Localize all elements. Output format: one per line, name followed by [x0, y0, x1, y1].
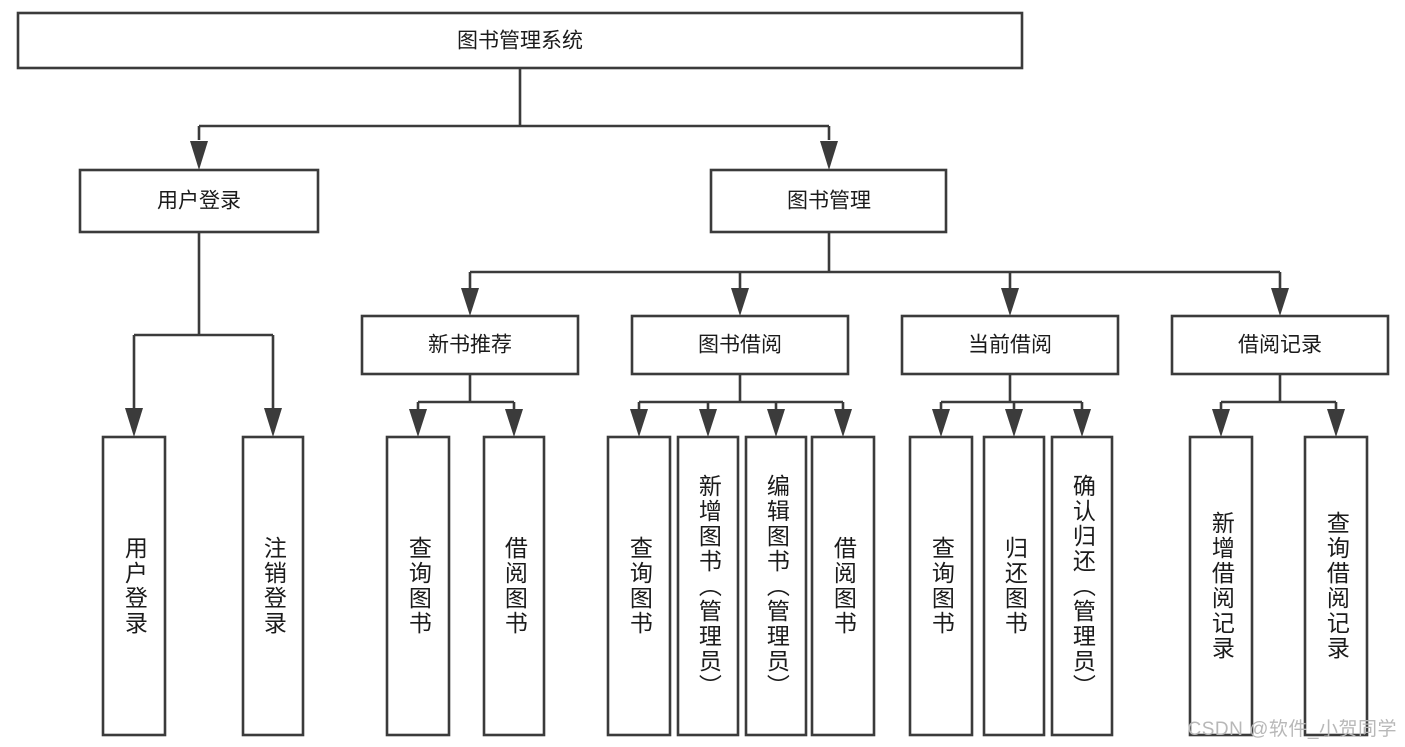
arrow-current-borrow-leaf-1	[932, 409, 950, 437]
node-borrow-record-box[interactable]	[1170, 314, 1390, 376]
node-root-label: 图书管理系统	[457, 30, 583, 53]
arrow-root-to-book-mgmt	[820, 141, 838, 170]
node-new-book-rec-box[interactable]	[360, 314, 580, 376]
arrow-borrow-record-leaf-2	[1327, 409, 1345, 437]
node-book-borrow-box[interactable]	[630, 314, 850, 376]
arrow-to-book-borrow	[731, 288, 749, 316]
arrow-book-borrow-leaf-4	[834, 409, 852, 437]
arrow-new-book-rec-leaf-1	[409, 409, 427, 437]
csdn-watermark: CSDN @软件_小贺同学	[1187, 719, 1397, 740]
arrow-user-login-leaf-1	[125, 408, 143, 437]
leaf-box-user-login[interactable]	[101, 435, 167, 737]
arrow-to-current-borrow	[1001, 288, 1019, 316]
arrow-borrow-record-leaf-1	[1212, 409, 1230, 437]
node-root-box[interactable]	[16, 11, 1024, 70]
node-book-borrow-label: 图书借阅	[698, 334, 782, 357]
node-book-mgmt-label: 图书管理	[787, 190, 871, 213]
leaf-box-logout[interactable]	[241, 435, 305, 737]
arrow-to-new-book-rec	[461, 288, 479, 316]
arrow-current-borrow-leaf-3	[1073, 409, 1091, 437]
node-new-book-rec-label: 新书推荐	[428, 334, 512, 357]
connector-layer	[125, 68, 1345, 437]
arrow-new-book-rec-leaf-2	[505, 409, 523, 437]
arrow-current-borrow-leaf-2	[1005, 409, 1023, 437]
arrow-book-borrow-leaf-2	[699, 409, 717, 437]
node-book-mgmt-box[interactable]	[709, 168, 948, 234]
leaf-box-borrow-book-rec[interactable]	[482, 435, 546, 737]
leaf-box-query-book-cur[interactable]	[908, 435, 974, 737]
leaf-box-query-book-rec[interactable]	[385, 435, 451, 737]
arrow-to-borrow-record	[1271, 288, 1289, 316]
node-user-login-label: 用户登录	[157, 190, 241, 213]
arrow-book-borrow-leaf-1	[630, 409, 648, 437]
leaf-box-query-book[interactable]	[606, 435, 672, 737]
node-current-borrow-box[interactable]	[900, 314, 1120, 376]
leaf-box-add-book-admin[interactable]	[676, 435, 740, 737]
leaf-box-borrow-book[interactable]	[810, 435, 876, 737]
node-user-login-box[interactable]	[78, 168, 320, 234]
leaf-box-query-borrow-record[interactable]	[1303, 435, 1369, 737]
leaf-box-add-borrow-record[interactable]	[1188, 435, 1254, 737]
leaf-box-return-book[interactable]	[982, 435, 1046, 737]
node-current-borrow-label: 当前借阅	[968, 334, 1052, 357]
arrow-book-borrow-leaf-3	[767, 409, 785, 437]
leaf-box-edit-book-admin[interactable]	[744, 435, 808, 737]
node-borrow-record-label: 借阅记录	[1238, 334, 1322, 357]
arrow-root-to-user-login	[190, 141, 208, 170]
node-layer: 图书管理系统 用户登录 图书管理 新书推荐 图书借阅 当前借阅 借阅记录	[16, 11, 1390, 737]
arrow-user-login-leaf-2	[264, 408, 282, 437]
leaf-box-confirm-return[interactable]	[1050, 435, 1114, 737]
